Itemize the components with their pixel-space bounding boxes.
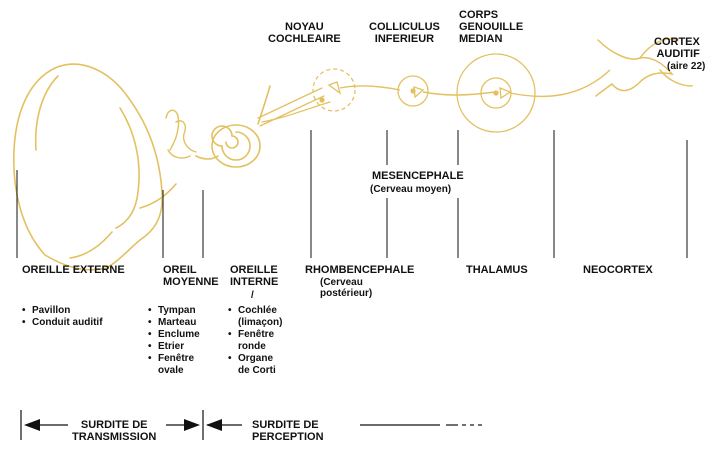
region-oreille-interne: OREILLE INTERNE: [230, 264, 279, 288]
deafness-span-markers: [20, 410, 482, 440]
ossicles-outline: [165, 109, 197, 159]
label-surdite-transmission: SURDITE DE TRANSMISSION: [72, 419, 157, 443]
bullet-icon: •: [22, 305, 26, 316]
list-item: •Organe de Corti: [228, 353, 276, 376]
tract-colliculus-to-thalamus: [422, 91, 496, 96]
pinna-outline: [12, 63, 177, 271]
interne-pointer: /: [251, 290, 254, 301]
list-item: •Marteau: [148, 317, 197, 328]
bullet-icon: •: [228, 305, 232, 316]
bullet-icon: •: [148, 329, 152, 340]
cortex-neuron-icon: [595, 38, 693, 97]
region-neocortex: NEOCORTEX: [583, 264, 653, 276]
label-cortex-auditif-area: (aire 22): [667, 61, 706, 72]
label-corps-genouille-median: CORPS GENOUILLE MEDIAN: [459, 9, 524, 45]
list-parts-moyenne: •Tympan •Marteau •Enclume •Etrier •Fenêt…: [148, 305, 200, 377]
thalamocortical-radiation: [509, 69, 611, 98]
region-rhombencephale: RHOMBENCEPHALE: [305, 264, 415, 276]
inferior-colliculus-icon: [397, 75, 429, 107]
label-mesencephale: MESENCEPHALE: [372, 170, 464, 182]
region-rhombencephale-sub: (Cerveau postérieur): [320, 277, 373, 299]
tract-nucleus-to-colliculus: [339, 85, 401, 91]
region-thalamus: THALAMUS: [466, 264, 528, 276]
list-item: •Fenêtre ovale: [148, 353, 195, 376]
list-parts-interne: •Cochlée (limaçon) •Fenêtre ronde •Organ…: [228, 305, 282, 377]
label-cortex-auditif: CORTEX AUDITIF: [654, 36, 700, 60]
list-item: •Cochlée (limaçon): [228, 305, 283, 328]
region-oreille-moyenne: OREIL MOYENNE: [163, 264, 219, 288]
bullet-icon: •: [22, 317, 26, 328]
bullet-icon: •: [228, 329, 232, 340]
list-item: •Tympan: [148, 305, 196, 316]
cochlea-icon: [195, 85, 271, 168]
list-parts-externe: •Pavillon •Conduit auditif: [22, 305, 103, 329]
list-item: •Enclume: [148, 329, 200, 340]
medial-geniculate-icon: [456, 53, 536, 133]
label-mesencephale-sub: (Cerveau moyen): [370, 184, 452, 195]
region-oreille-externe: OREILLE EXTERNE: [22, 264, 125, 276]
bullet-icon: •: [148, 353, 152, 364]
list-item: •Etrier: [148, 341, 185, 352]
list-item: •Conduit auditif: [22, 317, 103, 328]
label-colliculus-inferieur: COLLICULUS INFERIEUR: [369, 21, 440, 45]
cochlear-nucleus-icon: [312, 68, 356, 112]
list-item: •Pavillon: [22, 305, 71, 316]
bullet-icon: •: [148, 305, 152, 316]
bullet-icon: •: [148, 317, 152, 328]
label-surdite-perception: SURDITE DE PERCEPTION: [252, 419, 324, 443]
label-noyau-cochleaire: NOYAU COCHLEAIRE: [268, 21, 341, 45]
region-dividers: [16, 130, 688, 258]
bullet-icon: •: [148, 341, 152, 352]
list-item: •Fenêtre ronde: [228, 329, 275, 352]
auditory-nerve-fibers: [257, 87, 331, 127]
bullet-icon: •: [228, 353, 232, 364]
